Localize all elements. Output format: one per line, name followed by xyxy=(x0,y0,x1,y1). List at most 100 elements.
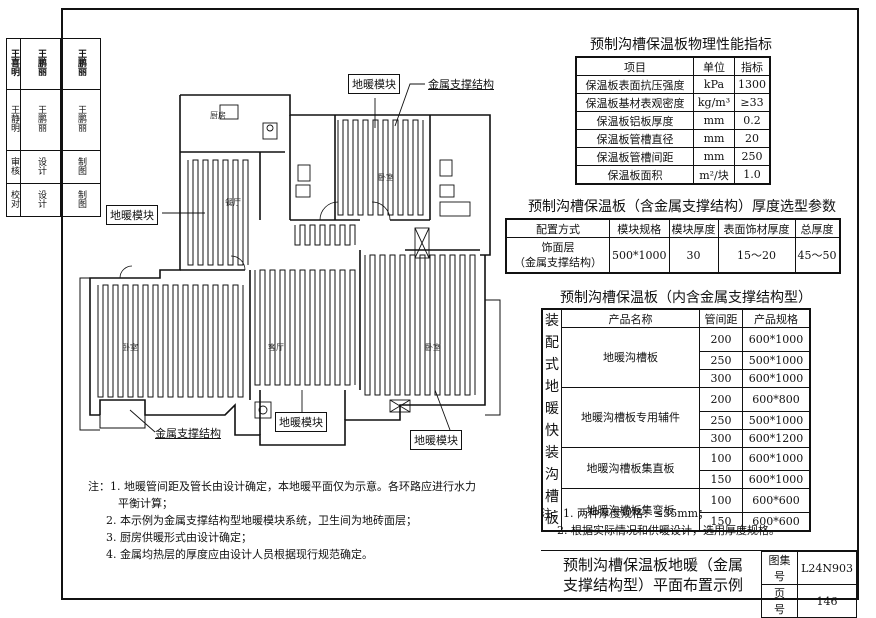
toilet-fixture xyxy=(439,159,453,177)
page-label: 页 号 xyxy=(760,584,799,618)
header-cell: 模块规格 xyxy=(609,218,670,238)
callout-bottom-module-right: 地暖模块 xyxy=(410,430,462,450)
balcony-left xyxy=(79,277,100,431)
cell: 250 xyxy=(699,410,743,430)
cell: mm xyxy=(693,129,735,148)
config-line-1: 饰面层 xyxy=(541,241,575,254)
thickness-selection-table: 配置方式 模块规格 模块厚度 表面饰材厚度 总厚度 饰面层（金属支撑结构） 50… xyxy=(505,218,841,274)
cell: 100 xyxy=(699,488,743,513)
config-cell: 饰面层（金属支撑结构） xyxy=(505,237,610,274)
cell: 500*1000 xyxy=(609,237,670,274)
table2-title: 预制沟槽保温板（含金属支撑结构）厚度选型参数 xyxy=(528,199,836,215)
name-2: 王鹏丽 xyxy=(36,105,46,132)
callout-bottom-module-mid: 地暖模块 xyxy=(275,412,327,432)
leader-bottom-metal xyxy=(129,409,156,433)
role-cell: 制图 xyxy=(60,183,101,217)
name-1: 王静明 xyxy=(9,105,19,132)
kitchen-sink-fixture xyxy=(219,104,239,120)
table3-note-1: 注：1. 两种厚度规格：≤35mm； xyxy=(541,507,710,520)
cell: 600*1000 xyxy=(742,446,811,472)
side-label-char: 式 xyxy=(545,357,559,373)
note-1-cont: 平衡计算； xyxy=(118,497,173,510)
header-cell: 产品名称 xyxy=(561,308,700,328)
drawing-title-line-1: 预制沟槽保温板地暖（金属 xyxy=(562,556,743,574)
signature-cell: 王鹏丽 xyxy=(20,38,61,90)
page-number: 146 xyxy=(797,584,857,618)
washing-machine-drum xyxy=(258,405,268,415)
heating-loop-corridor xyxy=(294,224,356,246)
header-cell: 模块厚度 xyxy=(668,218,719,238)
cell: 500*1000 xyxy=(742,410,811,430)
name-cell: 王静明 xyxy=(6,89,21,151)
cell: 300 xyxy=(699,428,743,448)
plan-fixtures xyxy=(219,104,471,419)
manifold-cross xyxy=(414,227,430,259)
signature-2: 王鹏丽 xyxy=(36,49,46,76)
room-label-kitchen: 厨房 xyxy=(210,111,226,120)
role-cell: 设计 xyxy=(20,150,61,184)
role-4: 校对 xyxy=(9,189,19,208)
cell: 保温板面积 xyxy=(575,165,694,185)
cell: 1.0 xyxy=(734,165,771,185)
heating-loop-hall xyxy=(254,269,356,386)
plan-walls xyxy=(79,94,501,446)
table3-notes: 注：1. 两种厚度规格：≤35mm； 2. 根据实际情况和供暖设计，选用厚度规格… xyxy=(541,505,780,539)
role-3: 制图 xyxy=(76,156,86,175)
side-label-char: 槽 xyxy=(545,489,559,505)
header-cell: 总厚度 xyxy=(794,218,840,238)
approval-table: 王喜明 王鹏丽 王鹏丽 王静明 王鹏丽 王鹏丽 审核 设计 制图 校对 设计 制… xyxy=(6,38,101,217)
header-cell: 表面饰材厚度 xyxy=(717,218,796,238)
leader-metal-support-top xyxy=(394,83,425,127)
side-label-char: 快 xyxy=(545,423,559,439)
role-2: 设计 xyxy=(36,156,46,175)
role-cell: 制图 xyxy=(60,150,101,184)
role-cell: 设计 xyxy=(20,183,61,217)
cell: 100 xyxy=(699,446,743,472)
atlas-label: 图集号 xyxy=(760,551,799,585)
name-cell: 王鹏丽 xyxy=(20,89,61,151)
side-label-char: 暖 xyxy=(545,401,559,417)
cell: 500*1000 xyxy=(742,350,811,370)
cell: 保温板管槽间距 xyxy=(575,147,694,166)
cabinet-cross xyxy=(389,399,411,413)
balcony-bottom xyxy=(99,415,146,429)
drawing-title: 预制沟槽保温板地暖（金属 支撑结构型）平面布置示例 xyxy=(541,555,765,595)
cell: 保温板管槽直径 xyxy=(575,129,694,148)
role-cell: 审核 xyxy=(6,150,21,184)
leader-bottom-right xyxy=(434,389,451,431)
table-header-row: 装配式地暖快装沟槽板 产品名称 管间距 产品规格 xyxy=(541,308,811,532)
cell: m²/块 xyxy=(693,165,735,185)
cell: kPa xyxy=(693,75,735,94)
header-cell: 产品规格 xyxy=(742,308,811,328)
approval-strip: 王喜明 王鹏丽 王鹏丽 王静明 王鹏丽 王鹏丽 审核 设计 制图 校对 设计 制… xyxy=(6,38,101,218)
door-swing xyxy=(119,265,133,279)
stove-burner xyxy=(266,124,274,132)
cell: 0.2 xyxy=(734,111,771,130)
callout-metal-support-top: 金属支撑结构 xyxy=(428,76,494,92)
table3-note-2: 2. 根据实际情况和供暖设计，选用厚度规格。 xyxy=(557,524,780,537)
wall-outline-upper xyxy=(180,94,491,256)
role-1: 审核 xyxy=(9,156,19,175)
table3-title: 预制沟槽保温板（内含金属支撑结构型） xyxy=(560,290,812,306)
drawing-notes: 注：1. 地暖管间距及管长由设计确定，本地暖平面仅为示意。各环路应进行水力 平衡… xyxy=(88,478,476,563)
cell: 保温板铝板厚度 xyxy=(575,111,694,130)
title-block-grid: 图集号 L24N903 页 号 146 xyxy=(760,551,857,618)
header-cell: 项目 xyxy=(575,56,694,76)
cell: 250 xyxy=(734,147,771,166)
cell: 1300 xyxy=(734,75,771,94)
side-label-cell: 装配式地暖快装沟槽板 xyxy=(541,308,562,532)
table1-title: 预制沟槽保温板物理性能指标 xyxy=(590,37,772,53)
table-header-row: 配置方式 模块规格 模块厚度 表面饰材厚度 总厚度 xyxy=(505,218,840,238)
room-label-hall: 客厅 xyxy=(268,343,284,352)
group-name: 地暖沟槽板 xyxy=(561,327,700,388)
